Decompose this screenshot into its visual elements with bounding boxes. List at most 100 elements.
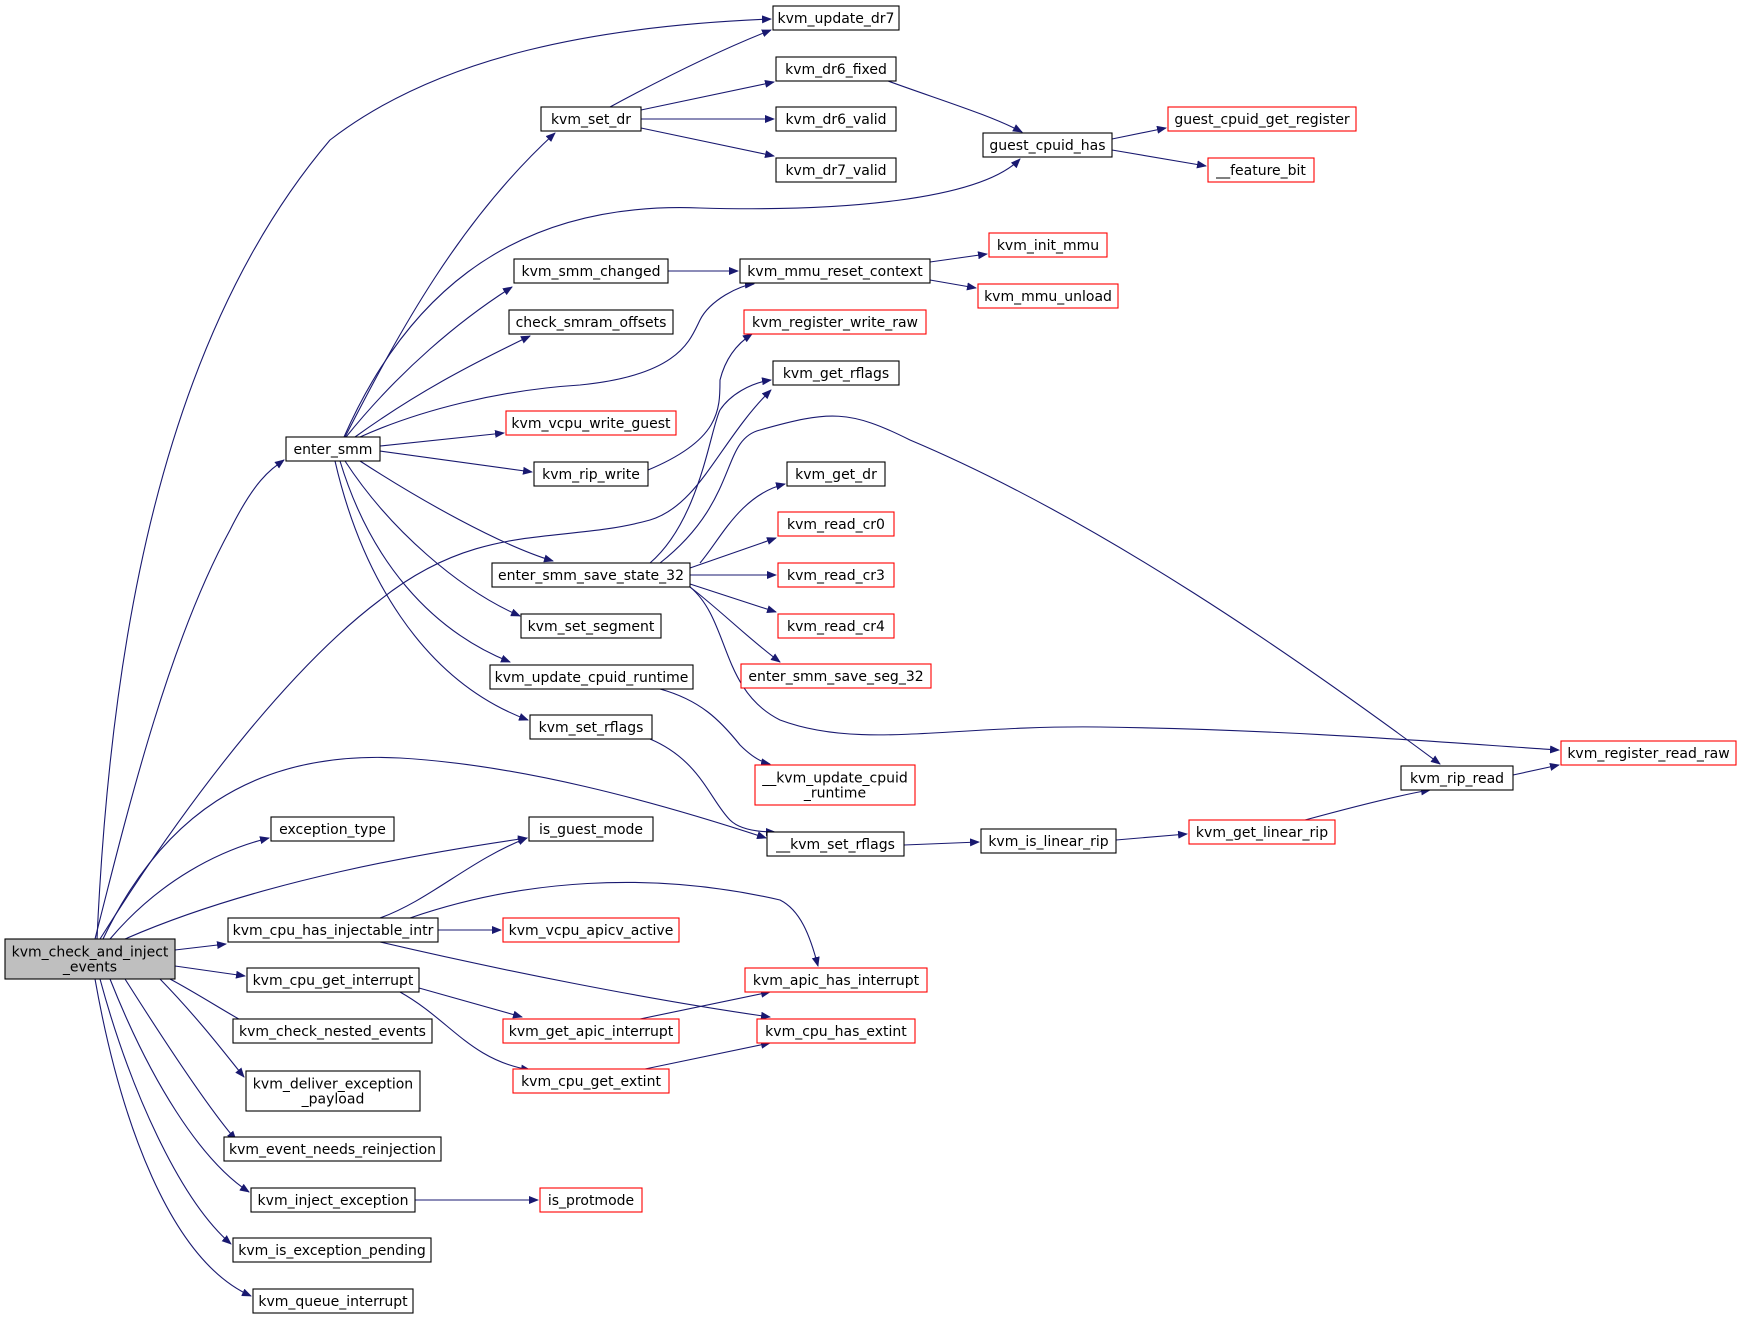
node-kvm-is-linear-rip[interactable]: kvm_is_linear_rip <box>980 828 1117 854</box>
edge-path <box>354 335 531 438</box>
node-root[interactable]: kvm_check_and_inject_events <box>4 938 176 980</box>
node-kvm-init-mmu[interactable]: kvm_init_mmu <box>988 232 1108 258</box>
node-box <box>743 309 927 335</box>
edge-path <box>379 941 771 1020</box>
node-kvm-deliver-exception-payload[interactable]: kvm_deliver_exception_payload <box>245 1070 421 1112</box>
edge-kvm_cpu_get_interrupt-to-kvm_get_apic_interrupt <box>418 987 523 1019</box>
node-check-smram-offsets[interactable]: check_smram_offsets <box>508 309 674 335</box>
node-label: kvm_check_nested_events <box>239 1024 426 1040</box>
edge-path <box>887 80 1023 133</box>
node-kvm-smm-changed[interactable]: kvm_smm_changed <box>513 258 669 284</box>
node-kvm-set-dr[interactable]: kvm_set_dr <box>540 106 642 132</box>
node-label: kvm_is_exception_pending <box>238 1243 426 1259</box>
node-kvm-vcpu-write-guest[interactable]: kvm_vcpu_write_guest <box>505 410 677 436</box>
node-guest-cpuid-has[interactable]: guest_cpuid_has <box>982 132 1113 158</box>
node-kvm-dr7-valid[interactable]: kvm_dr7_valid <box>775 157 897 183</box>
edge-path <box>689 586 1560 754</box>
node-label: kvm_set_segment <box>528 619 655 635</box>
node-kvm-cpu-get-interrupt[interactable]: kvm_cpu_get_interrupt <box>246 967 420 993</box>
node-box <box>1400 765 1514 791</box>
edge-path <box>124 978 237 1141</box>
edge-enter_smm_save_state_32-to-kvm_register_read_raw <box>689 586 1560 754</box>
node-exception-type[interactable]: exception_type <box>270 816 395 842</box>
node-kvm-dr6-valid[interactable]: kvm_dr6_valid <box>775 106 897 132</box>
node-kvm-get-linear-rip[interactable]: kvm_get_linear_rip <box>1188 819 1336 845</box>
node-kvm-cpu-has-injectable-intr[interactable]: kvm_cpu_has_injectable_intr <box>227 917 439 943</box>
edge-path <box>174 965 246 979</box>
node-guest-cpuid-get-register[interactable]: guest_cpuid_get_register <box>1167 106 1357 132</box>
node-enter-smm-save-state-32[interactable]: enter_smm_save_state_32 <box>491 562 691 588</box>
edge-path <box>903 838 980 847</box>
node-kvm-read-cr4[interactable]: kvm_read_cr4 <box>777 613 895 639</box>
node-label: is_protmode <box>548 1193 634 1209</box>
node-kvm-register-write-raw[interactable]: kvm_register_write_raw <box>743 309 927 335</box>
node-label: enter_smm <box>294 442 373 458</box>
node-label: kvm_cpu_has_injectable_intr <box>233 923 434 939</box>
node-kvm-queue-interrupt[interactable]: kvm_queue_interrupt <box>252 1288 414 1314</box>
node-label: exception_type <box>279 822 386 838</box>
node-box <box>232 1237 432 1263</box>
edge-root-to-__kvm_set_rflags <box>102 756 767 940</box>
edge-path <box>379 450 533 475</box>
node-enter-smm-save-seg-32[interactable]: enter_smm_save_seg_32 <box>740 663 932 689</box>
edge-enter_smm_save_state_32-to-kvm_read_cr0 <box>689 537 777 569</box>
node-feature-bit[interactable]: __feature_bit <box>1207 157 1315 183</box>
edge-kvm_rip_read-to-kvm_register_read_raw <box>1512 763 1560 776</box>
node-label: kvm_mmu_unload <box>984 289 1112 305</box>
node-kvm-get-apic-interrupt[interactable]: kvm_get_apic_interrupt <box>502 1018 680 1044</box>
node-kvm-set-rflags[interactable]: kvm_set_rflags <box>529 714 653 740</box>
edge-path <box>929 279 977 291</box>
node-is-protmode[interactable]: is_protmode <box>539 1187 643 1213</box>
edge-__kvm_set_rflags-to-kvm_is_linear_rip <box>903 838 980 847</box>
node-box <box>777 562 895 588</box>
node-kvm-cpu-has-extint[interactable]: kvm_cpu_has_extint <box>756 1018 916 1044</box>
node-label: kvm_register_write_raw <box>752 315 918 331</box>
node-is-guest-mode[interactable]: is_guest_mode <box>528 816 654 842</box>
edge-path <box>418 987 523 1019</box>
node-kvm-register-read-raw[interactable]: kvm_register_read_raw <box>1560 740 1737 766</box>
edge-path <box>343 158 1021 438</box>
node-kvm-check-nested-events[interactable]: kvm_check_nested_events <box>232 1018 433 1044</box>
node-kvm-rip-write[interactable]: kvm_rip_write <box>533 461 649 487</box>
node-kvm-dr6-fixed[interactable]: kvm_dr6_fixed <box>775 56 897 82</box>
edge-path <box>94 978 252 1297</box>
node-kvm-apic-has-interrupt[interactable]: kvm_apic_has_interrupt <box>744 967 928 993</box>
node-box <box>744 967 928 993</box>
node-label: _payload <box>301 1092 365 1108</box>
edge-layer <box>94 15 1560 1297</box>
edge-path <box>409 881 820 967</box>
node-kvm-cpu-get-extint[interactable]: kvm_cpu_get_extint <box>512 1068 670 1094</box>
node-enter-smm[interactable]: enter_smm <box>285 436 381 462</box>
edge-kvm_cpu_has_injectable_intr-to-kvm_cpu_has_extint <box>379 941 771 1020</box>
edge-kvm_set_dr-to-kvm_dr6_fixed <box>640 79 775 111</box>
node-kvm-update-cpuid-runtime[interactable]: __kvm_update_cpuid_runtime <box>754 764 916 806</box>
node-kvm-inject-exception[interactable]: kvm_inject_exception <box>250 1187 416 1213</box>
node-kvm-get-dr[interactable]: kvm_get_dr <box>786 461 886 487</box>
node-kvm-event-needs-reinjection[interactable]: kvm_event_needs_reinjection <box>223 1136 442 1162</box>
node-kvm-set-rflags[interactable]: __kvm_set_rflags <box>766 831 905 857</box>
node-kvm-set-segment[interactable]: kvm_set_segment <box>520 613 662 639</box>
node-label: check_smram_offsets <box>516 315 667 331</box>
node-kvm-update-dr7[interactable]: kvm_update_dr7 <box>772 5 900 31</box>
node-box <box>508 309 674 335</box>
node-kvm-get-rflags[interactable]: kvm_get_rflags <box>772 360 900 386</box>
edge-enter_smm_save_state_32-to-enter_smm_save_seg_32 <box>689 586 781 663</box>
node-box <box>977 283 1119 309</box>
node-kvm-vcpu-apicv-active[interactable]: kvm_vcpu_apicv_active <box>502 917 680 943</box>
node-kvm-update-cpuid-runtime[interactable]: kvm_update_cpuid_runtime <box>489 664 694 690</box>
node-kvm-read-cr3[interactable]: kvm_read_cr3 <box>777 562 895 588</box>
node-box <box>1167 106 1357 132</box>
node-kvm-mmu-reset-context[interactable]: kvm_mmu_reset_context <box>739 258 931 284</box>
edge-path <box>399 991 531 1073</box>
node-box <box>540 106 642 132</box>
node-kvm-rip-read[interactable]: kvm_rip_read <box>1400 765 1514 791</box>
node-kvm-is-exception-pending[interactable]: kvm_is_exception_pending <box>232 1237 432 1263</box>
edge-enter_smm-to-kvm_set_rflags <box>334 460 529 721</box>
node-box <box>1188 819 1336 845</box>
node-kvm-mmu-unload[interactable]: kvm_mmu_unload <box>977 283 1119 309</box>
edge-enter_smm-to-kvm_rip_write <box>379 450 533 475</box>
edge-path <box>649 738 776 836</box>
edge-path <box>379 429 505 447</box>
node-kvm-read-cr0[interactable]: kvm_read_cr0 <box>777 511 895 537</box>
